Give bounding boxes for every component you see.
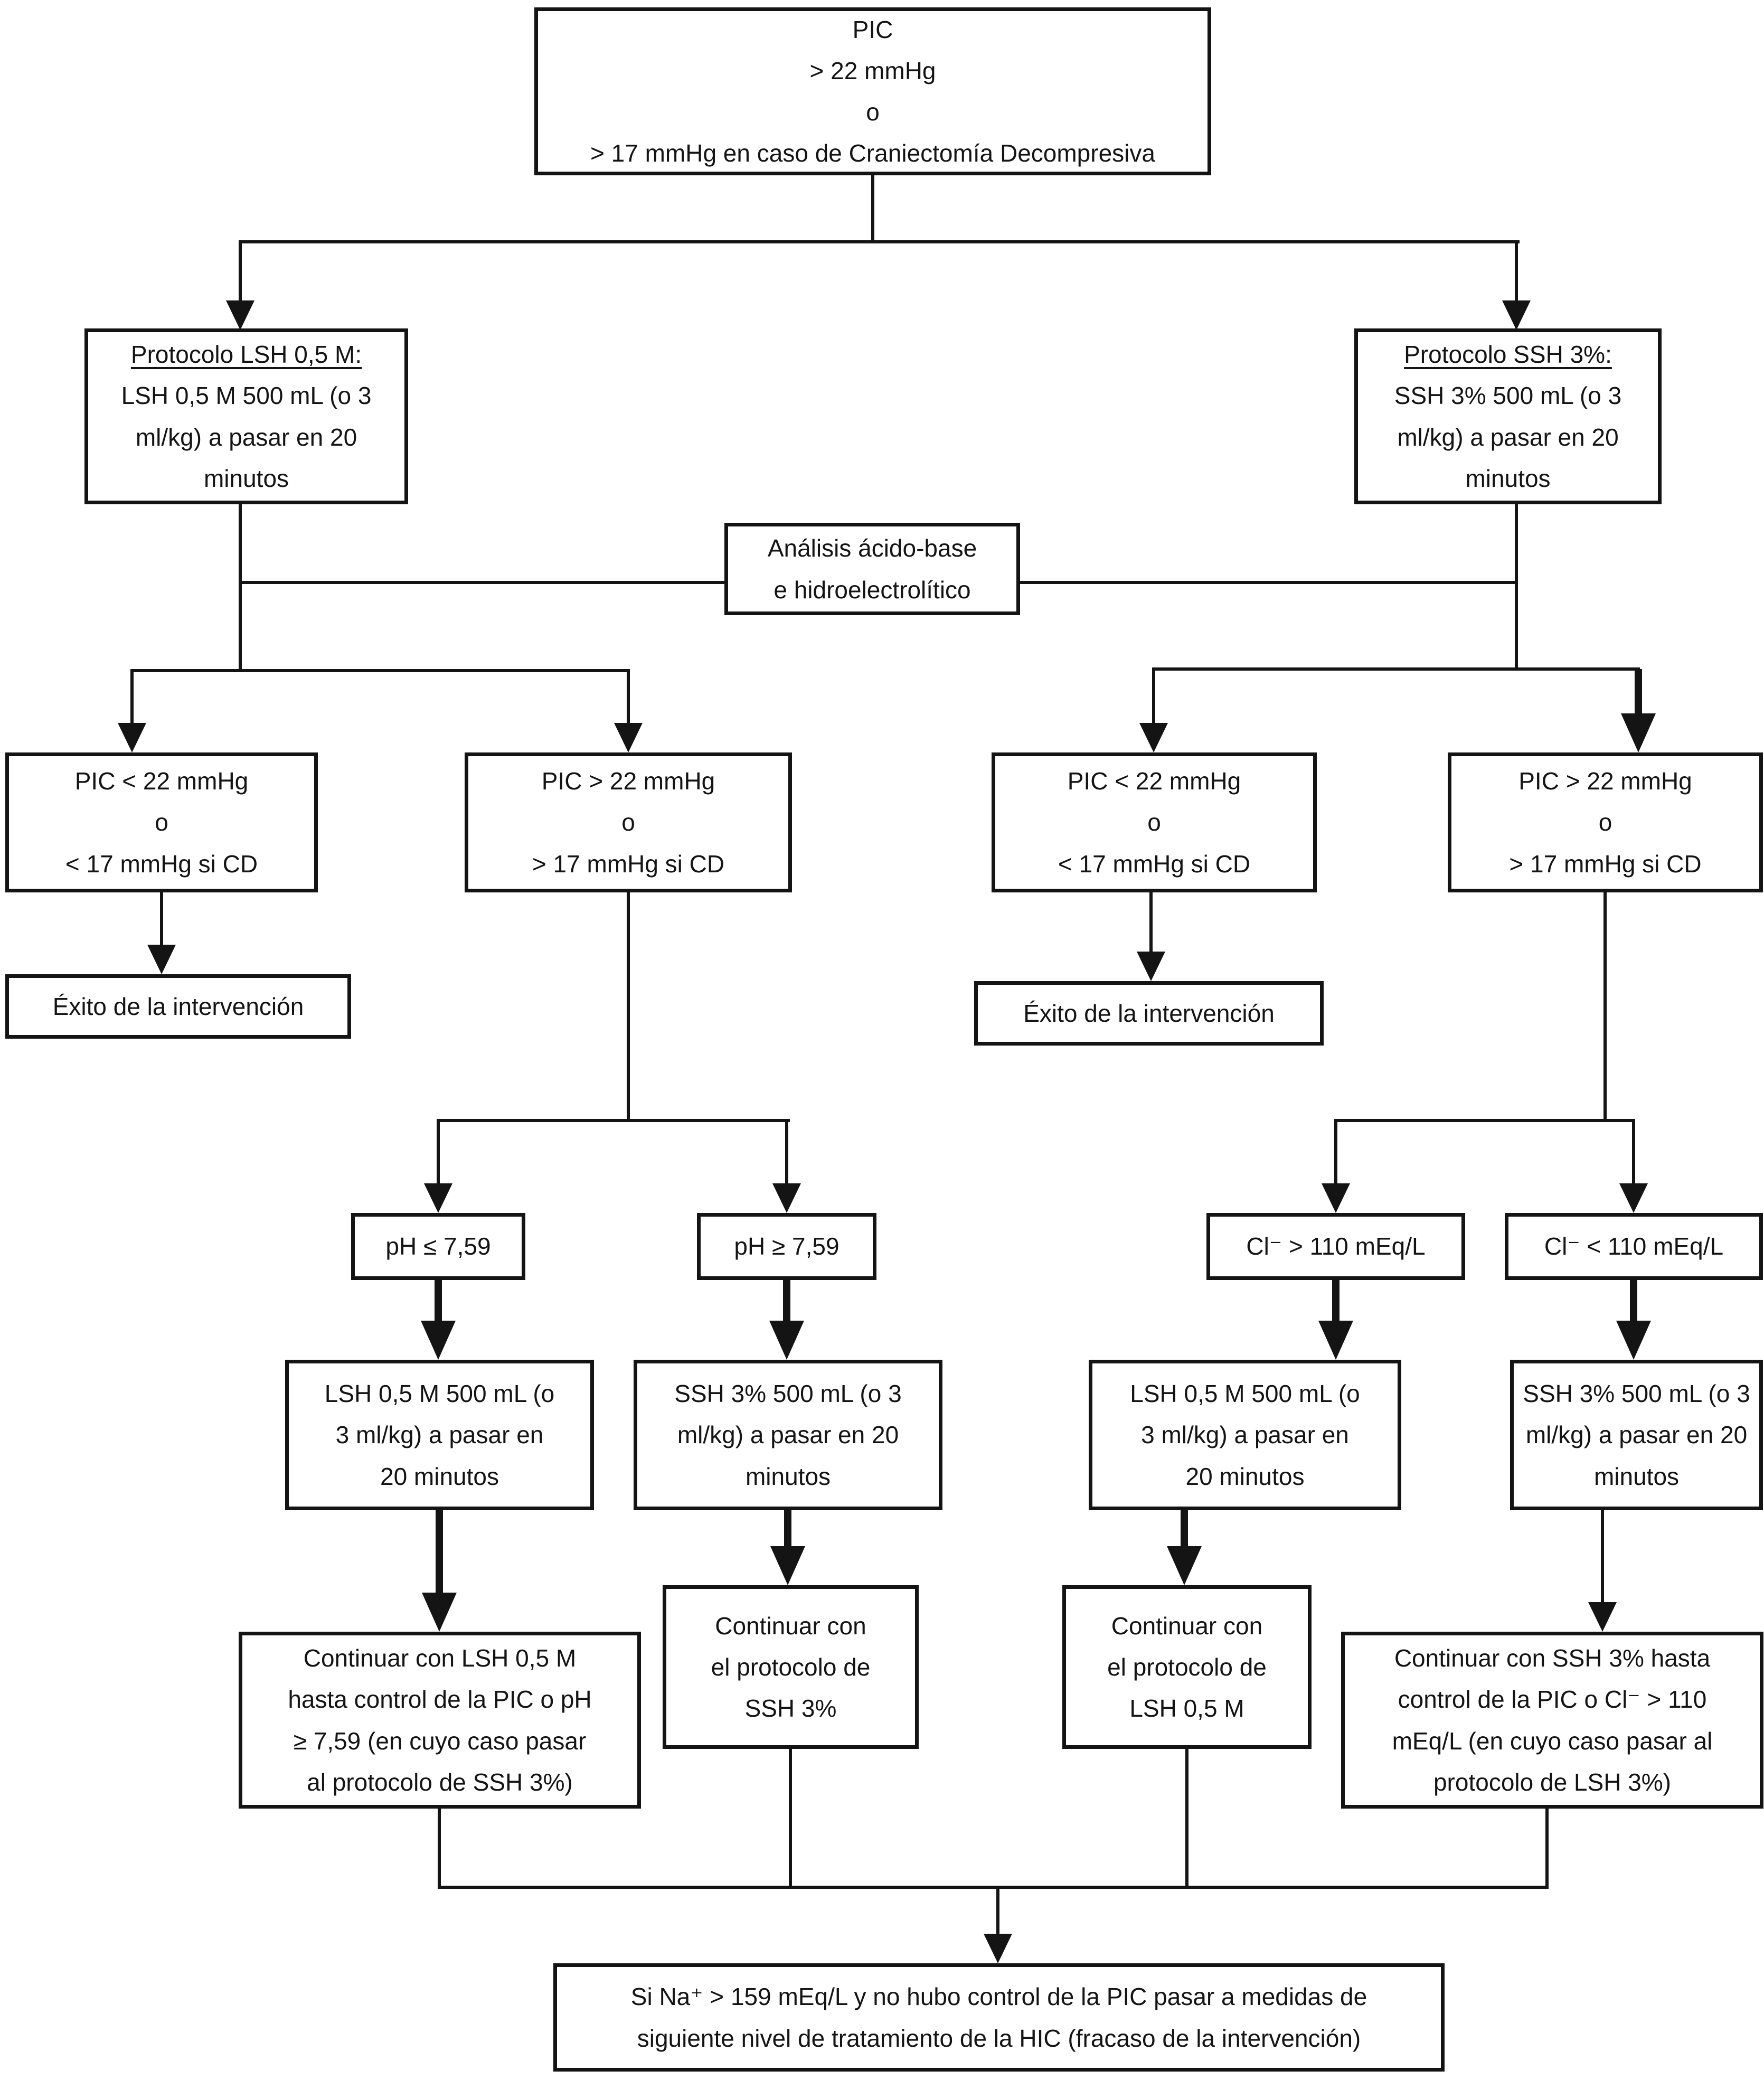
flowchart-box-ssh-bolus-ph: SSH 3% 500 mL (o 3 ml/kg) a pasar en 20 …	[634, 1360, 942, 1510]
box-text: SSH 3% 500 mL (o 3 ml/kg) a pasar en 20 …	[1523, 1380, 1750, 1490]
box-text: Cl⁻ < 110 mEq/L	[1544, 1232, 1724, 1260]
flowchart-box-ssh-bolus-cl: SSH 3% 500 mL (o 3 ml/kg) a pasar en 20 …	[1510, 1360, 1763, 1510]
box-text: Continuar con LSH 0,5 M hasta control de…	[288, 1644, 592, 1796]
connector-ph-split	[437, 1119, 790, 1122]
box-text: pH ≤ 7,59	[385, 1232, 491, 1260]
flowchart-box-lsh-pic-ok: PIC < 22 mmHg o < 17 mmHg si CD	[5, 752, 318, 892]
flowchart-box-failure: Si Na⁺ > 159 mEq/L y no hubo control de …	[553, 1963, 1445, 2072]
flowchart-box-ph-high: pH ≥ 7,59	[697, 1213, 876, 1280]
box-text: PIC < 22 mmHg o < 17 mmHg si CD	[65, 767, 258, 878]
connector-lsh-stem	[239, 504, 242, 672]
box-text: pH ≥ 7,59	[734, 1232, 839, 1260]
connector-top-stem	[871, 175, 874, 242]
flowchart-box-continue-lsh-until: Continuar con LSH 0,5 M hasta control de…	[239, 1632, 641, 1809]
flowchart-box-cl-low: Cl⁻ < 110 mEq/L	[1505, 1213, 1763, 1280]
flowchart-box-lsh-bolus-cl: LSH 0,5 M 500 mL (o 3 ml/kg) a pasar en …	[1089, 1360, 1401, 1510]
box-text: LSH 0,5 M 500 mL (o 3 ml/kg) a pasar en …	[121, 382, 372, 492]
box-text: SSH 3% 500 mL (o 3 ml/kg) a pasar en 20 …	[1394, 382, 1622, 492]
flowchart-box-ph-low: pH ≤ 7,59	[351, 1213, 525, 1280]
box-text: Éxito de la intervención	[1023, 999, 1275, 1027]
box-title: Protocolo SSH 3%:	[1404, 341, 1612, 369]
connector-lsh-until-stem	[438, 1809, 441, 1889]
connector-cl-split	[1334, 1119, 1635, 1122]
flowchart-box-protocol-ssh: Protocolo SSH 3%: SSH 3% 500 mL (o 3 ml/…	[1354, 328, 1662, 504]
flowchart-box-continue-lsh: Continuar con el protocolo de LSH 0,5 M	[1062, 1585, 1312, 1749]
flowchart-box-lsh-bolus-ph: LSH 0,5 M 500 mL (o 3 ml/kg) a pasar en …	[285, 1360, 594, 1510]
box-text: Éxito de la intervención	[52, 992, 304, 1020]
box-text: Continuar con SSH 3% hasta control de la…	[1392, 1644, 1713, 1796]
connector-analysis-right	[1020, 581, 1516, 584]
connector-lsh-split	[130, 669, 630, 672]
connector-continue-lsh-stem	[1185, 1749, 1188, 1889]
flowchart-box-continue-ssh: Continuar con el protocolo de SSH 3%	[663, 1585, 919, 1749]
flowchart-box-ssh-success: Éxito de la intervención	[974, 981, 1324, 1046]
box-text: Si Na⁺ > 159 mEq/L y no hubo control de …	[630, 1983, 1367, 2052]
connector-top-split	[239, 240, 1520, 243]
connector-ssh-stem	[1515, 504, 1518, 671]
flowchart-box-lsh-success: Éxito de la intervención	[5, 974, 351, 1039]
box-text: LSH 0,5 M 500 mL (o 3 ml/kg) a pasar en …	[324, 1380, 555, 1490]
connector-analysis-left	[239, 581, 724, 584]
connector-ssh-until-stem	[1545, 1809, 1549, 1889]
flowchart-box-protocol-lsh: Protocolo LSH 0,5 M: LSH 0,5 M 500 mL (o…	[84, 328, 408, 504]
flowchart-box-ssh-pic-high: PIC > 22 mmHg o > 17 mmHg si CD	[1448, 752, 1763, 892]
box-text: Cl⁻ > 110 mEq/L	[1246, 1232, 1426, 1260]
flowchart-box-ssh-pic-ok: PIC < 22 mmHg o < 17 mmHg si CD	[992, 752, 1317, 892]
flowchart-box-cl-high: Cl⁻ > 110 mEq/L	[1206, 1213, 1465, 1280]
box-text: SSH 3% 500 mL (o 3 ml/kg) a pasar en 20 …	[674, 1380, 902, 1490]
box-text: PIC > 22 mmHg o > 17 mmHg si CD	[532, 767, 725, 878]
box-text: LSH 0,5 M 500 mL (o 3 ml/kg) a pasar en …	[1130, 1380, 1360, 1490]
flowchart-box-pic-trigger: PIC > 22 mmHg o > 17 mmHg en caso de Cra…	[534, 7, 1211, 175]
box-text: Continuar con el protocolo de SSH 3%	[711, 1612, 871, 1723]
connector-bottom-bus	[438, 1886, 1549, 1889]
flowchart-box-lsh-pic-high: PIC > 22 mmHg o > 17 mmHg si CD	[465, 752, 792, 892]
box-text: PIC < 22 mmHg o < 17 mmHg si CD	[1058, 767, 1251, 878]
connector-ssh-pic-high-stem	[1603, 892, 1607, 1122]
connector-ssh-split	[1152, 667, 1640, 671]
box-text: Análisis ácido-base e hidroelectrolítico	[767, 534, 977, 604]
connector-lsh-pic-high-stem	[627, 892, 630, 1122]
connector-continue-ssh-stem	[789, 1749, 792, 1889]
box-text: Continuar con el protocolo de LSH 0,5 M	[1107, 1612, 1267, 1723]
box-title: Protocolo LSH 0,5 M:	[130, 341, 362, 369]
flowchart-box-acid-base-analysis: Análisis ácido-base e hidroelectrolítico	[724, 523, 1020, 615]
flowchart-box-continue-ssh-until: Continuar con SSH 3% hasta control de la…	[1341, 1632, 1763, 1809]
box-text: PIC > 22 mmHg o > 17 mmHg si CD	[1509, 767, 1702, 878]
box-text: PIC > 22 mmHg o > 17 mmHg en caso de Cra…	[590, 15, 1155, 167]
